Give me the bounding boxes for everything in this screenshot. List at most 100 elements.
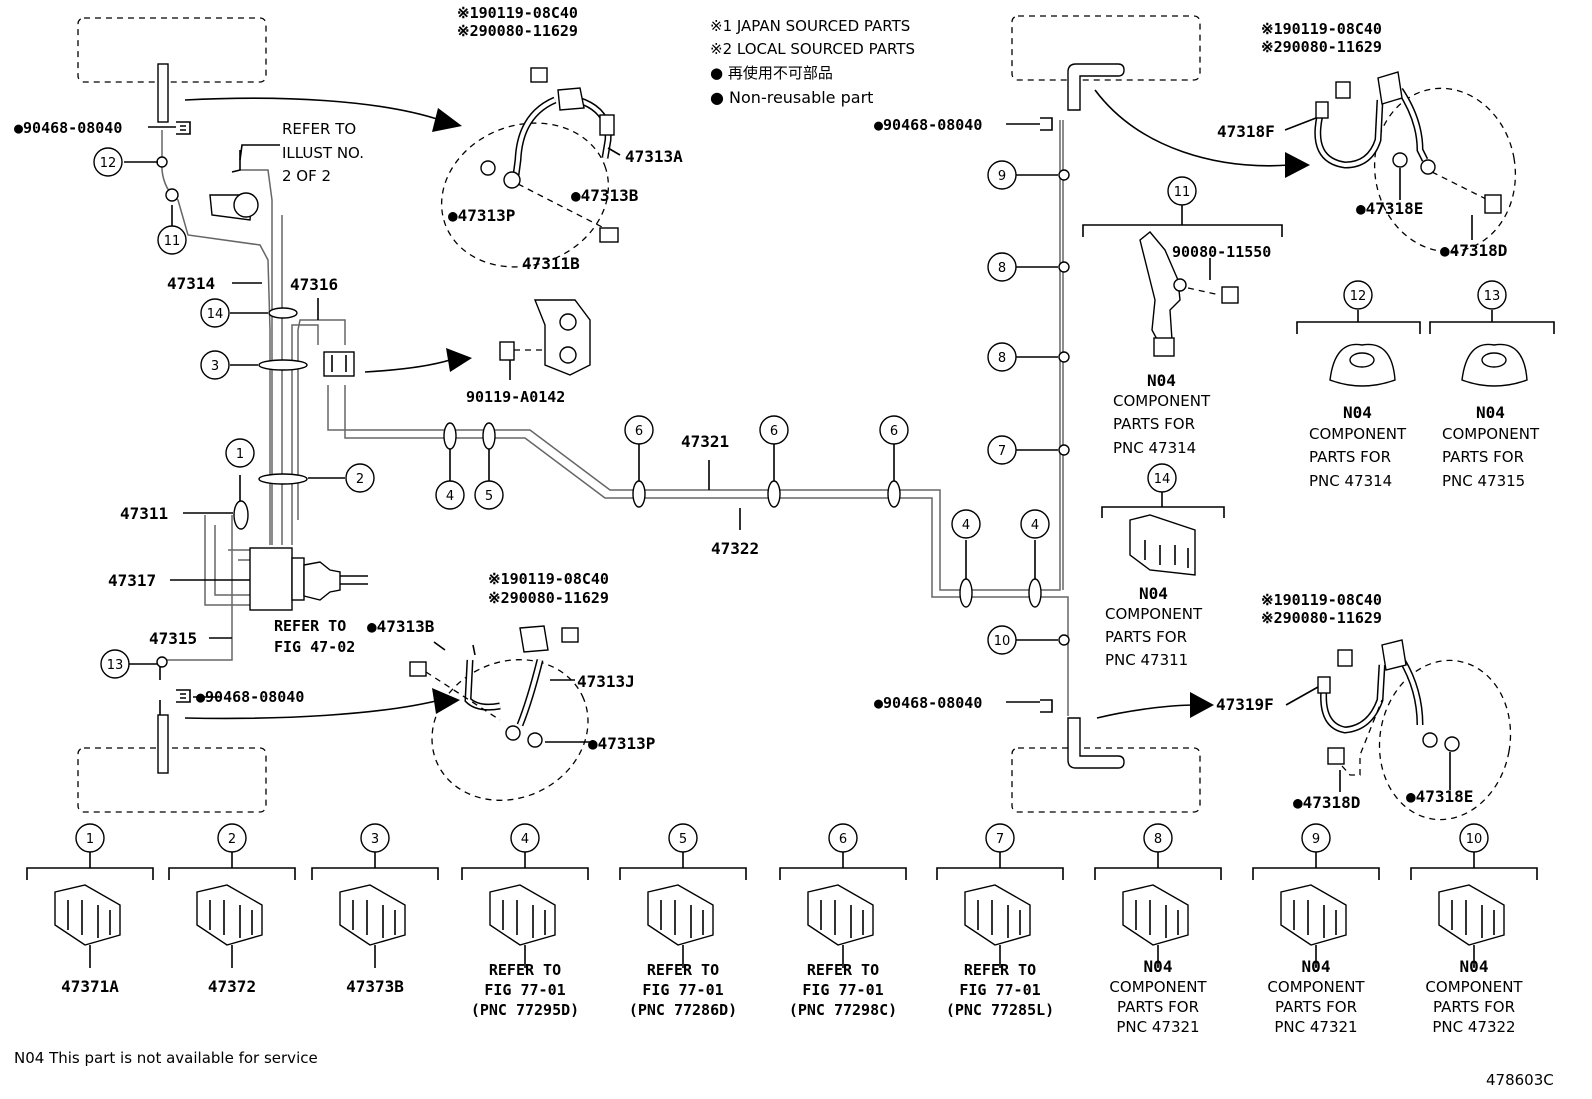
label-47318E-bottom: ●47318E [1406, 787, 1473, 806]
hose-tl-partno-1: ※190119-08C40 [457, 4, 578, 22]
callout-4: 4 [435, 480, 465, 510]
bottom-component-text: REFER TO [807, 961, 879, 979]
bottom-component-text: FIG 77-01 [642, 981, 723, 999]
label-47316: 47316 [290, 275, 338, 294]
callout-13: 13 [100, 649, 130, 679]
wheel-front-right [1011, 15, 1201, 81]
callout-number: 7 [996, 832, 1004, 847]
callout-number: 2 [356, 472, 364, 487]
axle-stub-fl [157, 63, 169, 123]
clip-part-6 [807, 884, 874, 946]
callout-2: 2 [345, 463, 375, 493]
bolt-fl-upper [530, 67, 548, 83]
clip-part-2 [196, 884, 263, 946]
comp12-code: N04 [1343, 403, 1372, 422]
line-47315 [165, 515, 233, 661]
label-90468-08040-rr: ●90468-08040 [874, 694, 982, 712]
clip-part-5 [647, 884, 714, 946]
wheel-rear-left [77, 747, 267, 813]
bottom-component-text: PARTS FOR [1275, 998, 1357, 1016]
refer-fig4702-line2: FIG 47-02 [274, 638, 355, 656]
label-47313P-top: ●47313P [448, 206, 515, 225]
label-47317: 47317 [108, 571, 156, 590]
bottom-component-text: N04 [1302, 957, 1331, 976]
label-47313A: 47313A [625, 147, 683, 166]
clamp-4b [959, 578, 973, 608]
comp14-line3: PNC 47311 [1105, 651, 1188, 669]
detail-circle-fr [1373, 87, 1517, 253]
axle-stub-fr [1067, 63, 1125, 111]
callout-number: 4 [446, 489, 454, 504]
grommet-7 [1058, 444, 1070, 456]
arrow-to-47311B [364, 359, 451, 373]
callout-1: 1 [225, 438, 255, 468]
footer-note: N04 This part is not available for servi… [14, 1049, 318, 1067]
callout-number: 10 [994, 634, 1011, 649]
comp11-line3: PNC 47314 [1113, 439, 1196, 457]
callout-number: 6 [770, 424, 778, 439]
arrow-to-hose-fr [1094, 89, 1291, 167]
label-47313B-top: ●47313B [571, 186, 639, 205]
label-90119-A0142: 90119-A0142 [466, 388, 565, 406]
callout-8: 8 [987, 252, 1017, 282]
clip-part-9 [1280, 884, 1347, 946]
comp13-line3: PNC 47315 [1442, 472, 1525, 490]
clip-part-7 [964, 884, 1031, 946]
bottom-component-text: N04 [1144, 957, 1173, 976]
bottom-component-text: PNC 47321 [1116, 1018, 1199, 1036]
bolt-fl-lower [599, 227, 619, 243]
bottom-component-text: PNC 47322 [1432, 1018, 1515, 1036]
label-47318D-top: ●47318D [1440, 241, 1507, 260]
clamp-1 [233, 500, 249, 530]
grommet-9 [1058, 169, 1070, 181]
hose-bracket-fl [557, 87, 585, 111]
hose-br-partno-1: ※190119-08C40 [1261, 591, 1382, 609]
comp13-line1: COMPONENT [1442, 425, 1540, 443]
comp14-line2: PARTS FOR [1105, 628, 1187, 646]
label-47311: 47311 [120, 504, 168, 523]
callout-number: 9 [1312, 832, 1320, 847]
note-japan-sourced: ※1 JAPAN SOURCED PARTS [710, 17, 910, 35]
callout-number: 10 [1466, 832, 1483, 847]
callout-7: 7 [987, 435, 1017, 465]
callout-3: 3 [200, 350, 230, 380]
line-47314 [161, 130, 271, 545]
callout-8: 8 [987, 342, 1017, 372]
callout-number: 14 [207, 307, 224, 322]
label-90468-08040-fl: ●90468-08040 [14, 119, 122, 137]
label-90468-08040-rl: ●90468-08040 [196, 688, 304, 706]
label-47322: 47322 [711, 539, 759, 558]
callout-number: 11 [164, 234, 181, 249]
label-47319F: 47319F [1216, 695, 1274, 714]
bottom-component-text: FIG 77-01 [484, 981, 565, 999]
label-90468-08040-fr: ●90468-08040 [874, 116, 982, 134]
arrow-to-hose-rl [184, 699, 441, 720]
label-47311B: 47311B [522, 254, 580, 273]
comp14-code: N04 [1139, 584, 1168, 603]
callout-10: 10 [987, 625, 1017, 655]
detail-circle-rr [1378, 659, 1512, 821]
hose-bracket-rl [519, 625, 549, 653]
bottom-component-text: FIG 77-01 [959, 981, 1040, 999]
note-local-sourced: ※2 LOCAL SOURCED PARTS [710, 40, 915, 58]
bolt-90119-A0142 [499, 341, 515, 361]
clamp-6b [767, 480, 781, 508]
line-47321 [327, 120, 1061, 591]
label-47313P-bottom: ●47313P [588, 734, 655, 753]
line-47311 [204, 515, 250, 606]
grommet-8b [1058, 351, 1070, 363]
booster-boot [303, 561, 341, 601]
master-cylinder-47317 [249, 547, 293, 611]
callout-number: 1 [236, 447, 244, 462]
arrow-to-hose-fl [184, 97, 441, 121]
refer-illust-line1: REFER TO [282, 120, 356, 138]
bottom-component-text: FIG 77-01 [802, 981, 883, 999]
callout-number: 3 [371, 832, 379, 847]
bottom-component-text: REFER TO [489, 961, 561, 979]
clip-part-10 [1438, 884, 1505, 946]
